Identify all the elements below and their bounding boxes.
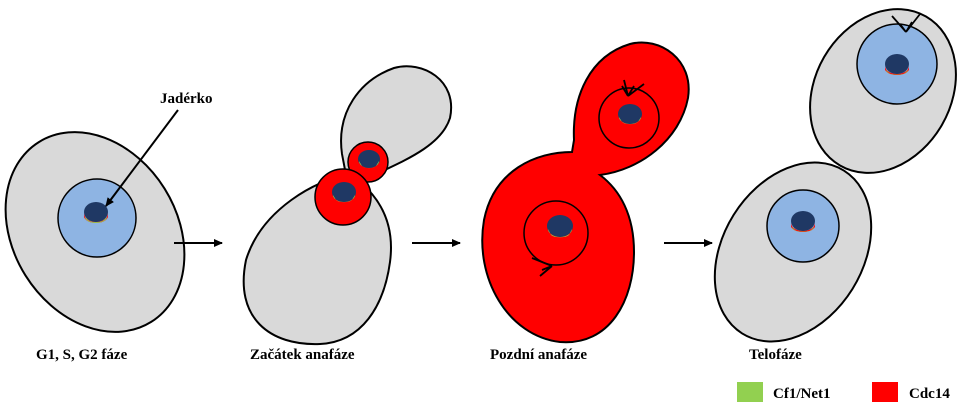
legend-swatch-net1 xyxy=(737,382,763,402)
stage-telophase xyxy=(683,0,961,371)
legend-label-cdc14: Cdc14 xyxy=(909,386,950,402)
stage-label-late-anaphase: Pozdní anafáze xyxy=(490,347,587,363)
legend-label-net1: Cf1/Net1 xyxy=(773,386,830,402)
nucleolus xyxy=(885,54,909,75)
stage-early-anaphase xyxy=(244,66,451,344)
stage-label-interphase: G1, S, G2 fáze xyxy=(36,347,128,363)
stage-label-early-anaphase: Začátek anafáze xyxy=(250,347,355,363)
nucleolus xyxy=(791,211,815,232)
cell-body xyxy=(482,42,688,342)
stage-interphase: Jadérko xyxy=(0,91,221,365)
nucleolus xyxy=(358,150,380,168)
nucleolus xyxy=(84,202,108,223)
callout-label: Jadérko xyxy=(160,91,213,107)
stage-late-anaphase xyxy=(482,42,688,342)
legend-swatch-cdc14 xyxy=(872,382,898,402)
stage-label-telophase: Telofáze xyxy=(749,347,802,363)
legend: Cf1/Net1 Cdc14 xyxy=(737,382,950,402)
